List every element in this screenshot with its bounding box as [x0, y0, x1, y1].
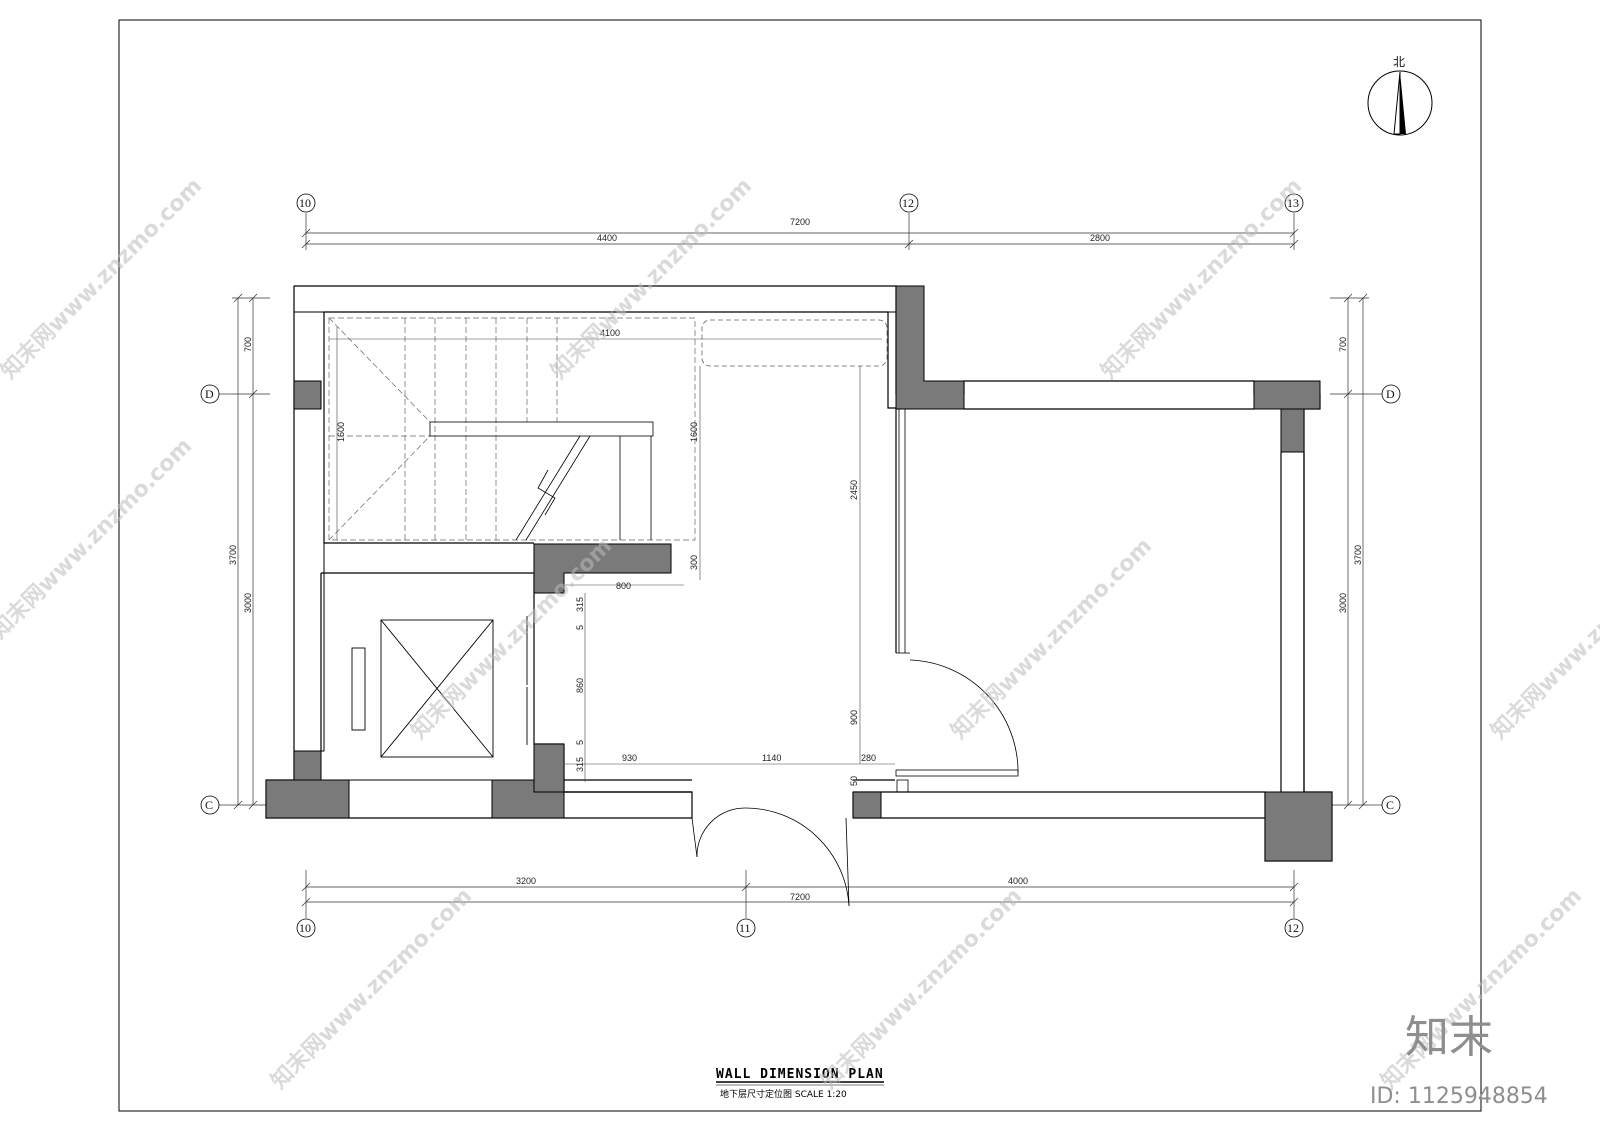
dim-bottom-total: 7200 [790, 892, 810, 902]
svg-text:13: 13 [1287, 196, 1299, 210]
dim-inner-800: 800 [616, 581, 631, 591]
watermark-text: 知末网www.znzmo.com [816, 883, 1027, 1094]
axis-bubble-bottom-11: 11 [736, 918, 756, 938]
dim-inner-900: 900 [849, 710, 859, 725]
stair-handrail [429, 421, 654, 541]
dim-inner-315-top: 315 [575, 597, 585, 612]
dim-left-total: 3700 [228, 545, 238, 565]
svg-text:12: 12 [1287, 921, 1299, 935]
dim-inner-280: 280 [861, 753, 876, 763]
walls-outline [265, 285, 1333, 862]
window-partition [896, 409, 910, 654]
wall-segments [293, 285, 1266, 819]
drawing-subtitle: 地下层尺寸定位图 SCALE 1:20 [720, 1088, 847, 1100]
dim-inner-50: 50 [849, 776, 859, 786]
top-dimensions [301, 213, 1299, 250]
interior-door-icon[interactable] [895, 659, 1019, 793]
dim-inner-315-bottom: 315 [575, 757, 585, 772]
watermarks: 知末网www.znzmo.com 知末网www.znzmo.com 知末网www… [0, 173, 1600, 1094]
axis-bubble-left-D: D [200, 384, 232, 404]
right-dimensions [1330, 293, 1369, 810]
axis-bubble-top-12: 12 [899, 193, 919, 213]
svg-text:C: C [1386, 798, 1394, 812]
dim-inner-300: 300 [689, 555, 699, 570]
dim-bottom-a: 3200 [516, 876, 536, 886]
dim-inner-4100: 4100 [600, 328, 620, 338]
dim-top-a: 4400 [597, 233, 617, 243]
dim-inner-5-b: 5 [575, 740, 585, 745]
axis-bubble-bottom-10: 10 [296, 918, 316, 938]
svg-text:10: 10 [299, 921, 311, 935]
inner-dimensions [329, 327, 895, 782]
dim-inner-930: 930 [622, 753, 637, 763]
title-block: WALL DIMENSION PLAN 地下层尺寸定位图 SCALE 1:20 [716, 1067, 884, 1100]
dim-top-b: 2800 [1090, 233, 1110, 243]
dim-inner-1140: 1140 [762, 753, 781, 763]
staircase [328, 317, 696, 541]
entry-door-icon[interactable] [691, 807, 850, 907]
brand-logo: 知末 [1405, 1012, 1493, 1063]
axis-bubble-top-10: 10 [296, 193, 316, 213]
north-arrow-icon: 北 [1367, 55, 1433, 136]
dim-inner-2450: 2450 [849, 480, 859, 500]
built-in-cabinet [701, 319, 888, 367]
axis-bubble-right-D: D [1369, 384, 1401, 404]
dim-inner-5-a: 5 [575, 625, 585, 630]
elevator-shaft [351, 616, 528, 758]
axis-bubble-bottom-12: 12 [1284, 918, 1304, 938]
watermark-text: 知末网www.znzmo.com [946, 533, 1157, 744]
watermark-text: 知末网www.znzmo.com [0, 433, 197, 644]
svg-text:D: D [1386, 387, 1395, 401]
watermark-text: 知末网www.znzmo.com [406, 533, 617, 744]
watermark-text: 知末网www.znzmo.com [546, 173, 757, 384]
axis-bubble-left-C: C [200, 795, 232, 815]
watermark-text: 知末网www.znzmo.com [1486, 533, 1600, 744]
svg-text:10: 10 [299, 196, 311, 210]
dim-top-total: 7200 [790, 217, 810, 227]
brand-id: ID: 1125948854 [1370, 1084, 1548, 1109]
axis-bubble-top-13: 13 [1284, 193, 1304, 213]
dim-right-a: 700 [1338, 337, 1348, 352]
svg-text:12: 12 [902, 196, 914, 210]
dim-inner-1600-right: 1600 [689, 422, 699, 442]
dim-right-total: 3700 [1353, 545, 1363, 565]
watermark-text: 知末网www.znzmo.com [0, 173, 207, 384]
drawing-title: WALL DIMENSION PLAN [716, 1067, 884, 1082]
svg-text:C: C [205, 798, 213, 812]
watermark-text: 知末网www.znzmo.com [1096, 173, 1307, 384]
north-label: 北 [1393, 55, 1405, 69]
dim-left-a: 700 [243, 337, 253, 352]
concrete-columns [265, 285, 1333, 862]
dim-left-b: 3000 [243, 593, 253, 613]
watermark-text: 知末网www.znzmo.com [266, 883, 477, 1094]
axis-bubble-right-C: C [1369, 795, 1401, 815]
svg-text:D: D [205, 387, 214, 401]
dim-inner-860: 860 [575, 678, 585, 693]
drawing-frame [118, 19, 1482, 1112]
dim-right-b: 3000 [1338, 593, 1348, 613]
left-dimensions [232, 293, 270, 810]
bottom-dimensions [301, 870, 1299, 918]
dim-bottom-b: 4000 [1008, 876, 1028, 886]
svg-text:11: 11 [739, 921, 751, 935]
dim-inner-1600-left: 1600 [336, 422, 346, 442]
